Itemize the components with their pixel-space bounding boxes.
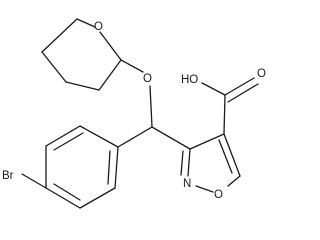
chemical-structure: O O HO O N O Br xyxy=(2,18,266,209)
bond xyxy=(98,59,122,91)
isoxazole-ring xyxy=(180,133,241,193)
bond xyxy=(227,175,241,187)
ether-linker xyxy=(120,59,153,128)
bond xyxy=(195,185,214,193)
bond xyxy=(201,82,226,96)
tetrahydropyran-ring xyxy=(41,18,122,91)
bond xyxy=(223,133,241,177)
bond xyxy=(224,77,255,96)
atom-label-isoxazole-nitrogen: N xyxy=(183,178,191,190)
atom-label-carbonyl-oxygen: O xyxy=(257,68,266,80)
bond xyxy=(45,187,81,209)
bond xyxy=(218,139,233,174)
bond xyxy=(79,125,119,148)
bond xyxy=(76,18,96,28)
bond xyxy=(53,132,84,151)
bond xyxy=(151,126,191,150)
atom-label-ether-oxygen: O xyxy=(143,73,152,85)
bond xyxy=(149,85,153,128)
atom-label-ring-oxygen: O xyxy=(94,21,103,33)
bond xyxy=(45,125,81,147)
bond xyxy=(41,51,67,83)
bond xyxy=(227,83,259,103)
atom-label-hydroxyl: HO xyxy=(181,74,198,86)
bond xyxy=(117,126,153,148)
atom-label-bromine: Br xyxy=(2,170,14,182)
bond xyxy=(180,150,184,176)
carboxylic-acid xyxy=(201,77,259,135)
methine-bonds xyxy=(117,126,191,150)
bond xyxy=(79,187,116,209)
bond xyxy=(187,148,191,177)
bromophenyl-ring xyxy=(45,125,119,209)
bond xyxy=(114,146,119,189)
bond xyxy=(107,150,111,185)
bond xyxy=(223,94,226,135)
bond xyxy=(99,31,122,61)
bond xyxy=(189,133,225,150)
bond xyxy=(65,81,100,91)
atom-label-isoxazole-oxygen: O xyxy=(214,189,223,201)
bond xyxy=(53,183,81,201)
bond xyxy=(41,18,78,53)
bond xyxy=(21,173,47,189)
bond xyxy=(120,59,144,73)
